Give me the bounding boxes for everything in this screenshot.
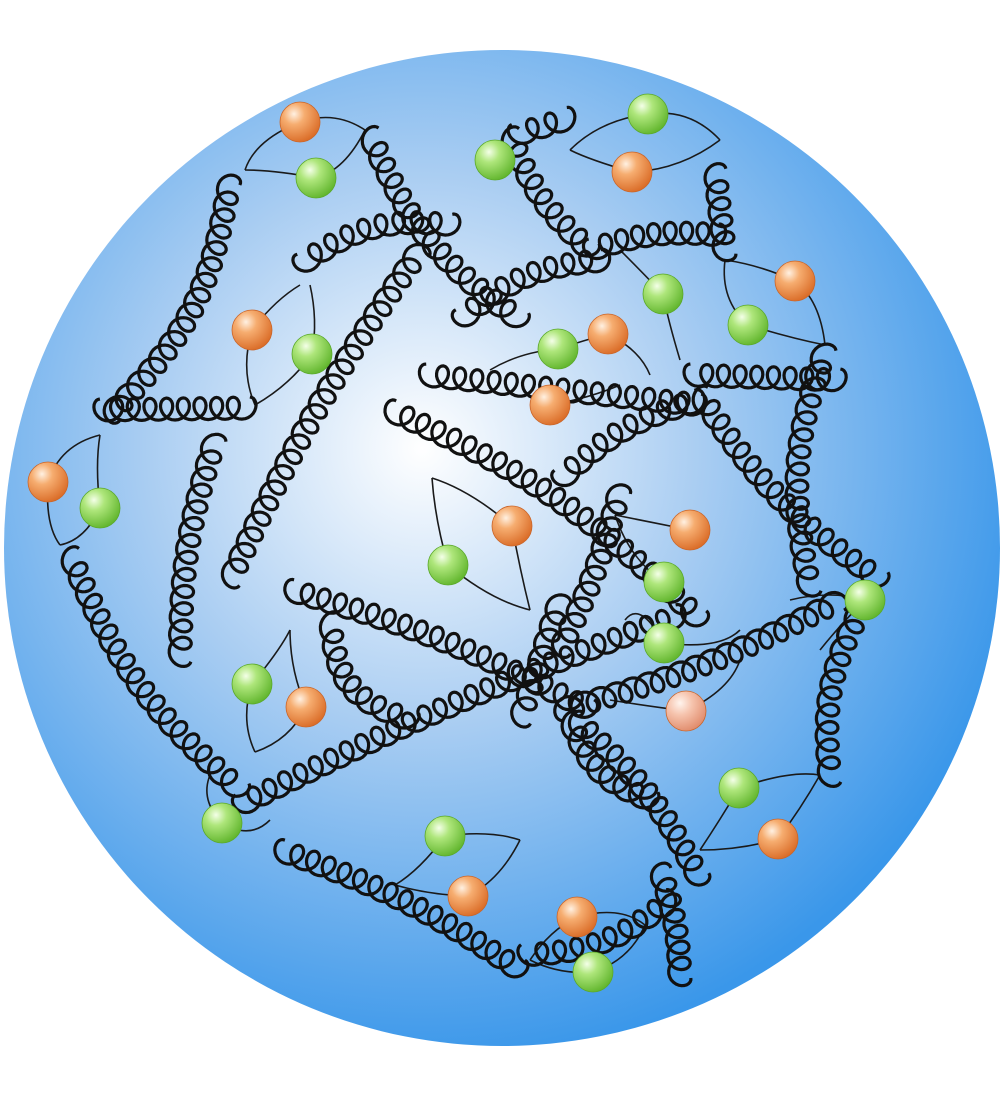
gluon-coil [383,398,711,628]
gluon-coil [510,593,573,729]
orange-quark [529,384,571,426]
gluon-coil [102,173,243,425]
orange-quark [491,505,533,547]
green-quark [537,328,579,370]
gluon-coil [273,838,530,979]
orange-quark [774,260,816,302]
green-quark [424,815,466,857]
orange-quark [587,313,629,355]
green-quark [291,333,333,375]
plasma-sphere [4,50,1000,1046]
orange-quark [556,896,598,938]
gluon-coil [784,342,838,598]
gluon-coil [92,395,258,423]
green-quark [643,622,685,664]
orange-quark [231,309,273,351]
quark-particles [27,93,886,993]
orange-quark [447,875,489,917]
gluon-coil [417,362,708,417]
green-quark [427,544,469,586]
orange-quark [285,686,327,728]
green-quark [844,579,886,621]
gluon-coil [814,602,873,788]
green-quark [572,951,614,993]
green-quark [627,93,669,135]
green-quark [474,139,516,181]
green-quark [79,487,121,529]
gluon-coil [703,162,738,263]
gluon-coil [450,247,612,328]
gluon-coil [291,210,462,273]
green-quark [718,767,760,809]
gluon-coil [283,577,600,719]
orange-quark [611,151,653,193]
orange-quark [757,818,799,860]
green-quark [643,561,685,603]
gluon-coil [649,861,693,988]
gluon-coil [506,105,577,145]
green-quark [642,273,684,315]
green-quark [727,304,769,346]
orange-quark [669,509,711,551]
gluon-coil [516,888,678,967]
gluon-coil [691,384,891,589]
gluon-coil [553,590,850,723]
gluon-coil [167,432,228,668]
orange-quark [27,461,69,503]
gluon-coil [550,388,707,488]
gluon-coil [220,242,432,590]
green-quark [201,802,243,844]
pale-quark [665,690,707,732]
green-quark [295,157,337,199]
gluon-coil [567,709,712,887]
green-quark [231,663,273,705]
gluon-coil [550,483,633,659]
orange-quark [279,101,321,143]
gluon-coil [60,545,252,798]
gluon-coil [230,602,687,815]
